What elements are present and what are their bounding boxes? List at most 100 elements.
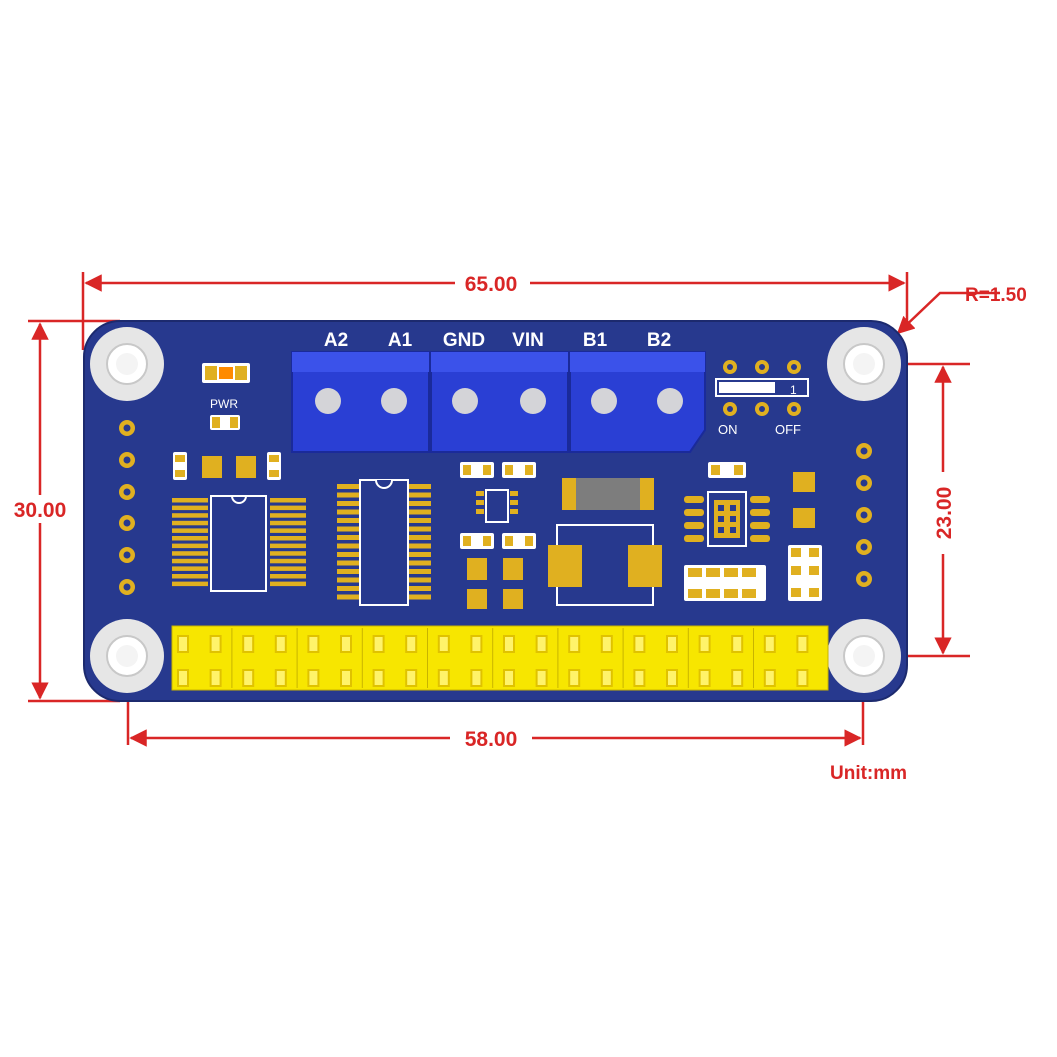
ic-pad xyxy=(337,509,359,515)
ic-pad xyxy=(270,574,306,579)
ic-pad xyxy=(337,552,359,557)
current-sense-resistor xyxy=(562,478,654,510)
resistor-array xyxy=(684,565,766,601)
header-pin-tip xyxy=(635,637,644,651)
header-pin-tip xyxy=(342,637,350,651)
ic-pad xyxy=(337,492,359,498)
ic-pad xyxy=(409,509,431,515)
ic-pad xyxy=(337,577,359,583)
header-pin-tip xyxy=(765,671,774,685)
pwr-label: PWR xyxy=(210,397,238,411)
screw-terminal-power xyxy=(430,351,569,453)
screw-a2 xyxy=(315,388,341,414)
header-pin-tip xyxy=(733,637,742,651)
header-pin-tip xyxy=(668,637,676,651)
voltage-regulator xyxy=(548,524,662,606)
label-width-holes: 58.00 xyxy=(465,728,518,751)
ic-pad xyxy=(337,586,359,591)
header-pin-tip xyxy=(505,671,513,685)
header-pin-tip xyxy=(244,637,253,651)
ic-pad xyxy=(409,526,431,532)
smd-caps-left xyxy=(173,452,281,480)
ic-pad xyxy=(409,586,431,591)
ic-pad xyxy=(270,520,306,526)
switch-off-label: OFF xyxy=(775,422,801,437)
ic-pad xyxy=(172,520,208,526)
dip-switch: 1 ON OFF xyxy=(715,360,809,437)
header-pin-tip xyxy=(537,671,546,685)
label-height-overall: 30.00 xyxy=(14,499,67,522)
ic-pad xyxy=(409,492,431,498)
header-pin-tip xyxy=(309,671,318,685)
header-pin-tip xyxy=(798,671,807,685)
header-pin-tip xyxy=(570,671,579,685)
switch-on-label: ON xyxy=(718,422,738,437)
header-pin-tip xyxy=(472,637,481,651)
ic-pad xyxy=(337,594,359,600)
ic-pad xyxy=(337,518,359,523)
ic-pad xyxy=(172,528,208,533)
pcb-board: A2 A1 GND VIN B1 B2 xyxy=(83,320,908,702)
header-pin-tip xyxy=(439,671,448,685)
ic-pad xyxy=(270,581,306,587)
header-pin-tip xyxy=(700,671,709,685)
ic-pad xyxy=(337,501,359,506)
mounting-hole-bottom-right xyxy=(827,619,901,693)
ic-pad xyxy=(270,505,306,511)
smd-cluster-right xyxy=(684,462,822,601)
header-pin-tip xyxy=(602,671,611,685)
terminal-label-vin: VIN xyxy=(512,330,544,351)
header-pin-tip xyxy=(798,637,807,651)
mounting-hole-bottom-left xyxy=(90,619,164,693)
mounting-hole-top-left xyxy=(90,327,164,401)
ic-pad xyxy=(172,558,208,564)
screw-vin xyxy=(520,388,546,414)
header-pin-tip xyxy=(668,671,676,685)
ic-pad xyxy=(337,569,359,574)
header-pin-tip xyxy=(570,637,579,651)
header-pin-tip xyxy=(472,671,481,685)
ic-pad xyxy=(270,498,306,503)
header-pin-tip xyxy=(765,637,774,651)
terminal-label-b2: B2 xyxy=(647,330,671,351)
header-pin-tip xyxy=(211,671,220,685)
header-pin-tip xyxy=(733,671,742,685)
screw-terminals xyxy=(291,351,706,453)
screw-a1 xyxy=(381,388,407,414)
header-pin-tip xyxy=(309,637,318,651)
switch-number: 1 xyxy=(790,383,797,397)
ic-pad xyxy=(337,484,359,489)
header-pin-tip xyxy=(244,671,253,685)
header-pin-tip xyxy=(407,671,416,685)
ic-pad xyxy=(172,505,208,511)
terminal-label-a1: A1 xyxy=(388,330,413,351)
ic-pad xyxy=(409,552,431,557)
ic-pad xyxy=(270,536,306,541)
header-pin-tip xyxy=(700,637,709,651)
label-unit: Unit:mm xyxy=(830,763,907,784)
ic-pad xyxy=(172,513,208,518)
label-width-overall: 65.00 xyxy=(465,273,518,296)
ic-pad xyxy=(409,594,431,600)
ic-pad xyxy=(270,513,306,518)
ic-pad xyxy=(172,566,208,571)
header-pin-tip xyxy=(537,637,546,651)
ic-pad xyxy=(172,498,208,503)
ic-pad xyxy=(270,558,306,564)
ic-pad xyxy=(172,581,208,587)
header-pin-tip xyxy=(342,671,350,685)
driver-ic-left xyxy=(172,495,306,592)
ic-pad xyxy=(172,551,208,556)
label-corner-radius: R=1.50 xyxy=(965,285,1027,306)
terminal-label-b1: B1 xyxy=(583,330,608,351)
header-pin-tip xyxy=(276,637,285,651)
ic-pad xyxy=(270,566,306,571)
dimension-labels: 65.00 58.00 30.00 23.00 R=1.50 Unit:mm xyxy=(2,270,1027,784)
driver-ic-center xyxy=(337,479,431,606)
ic-pad xyxy=(172,543,208,549)
ic-pad xyxy=(409,484,431,489)
ic-pad xyxy=(409,535,431,540)
ic-pad xyxy=(172,574,208,579)
header-pin-tip xyxy=(635,671,644,685)
